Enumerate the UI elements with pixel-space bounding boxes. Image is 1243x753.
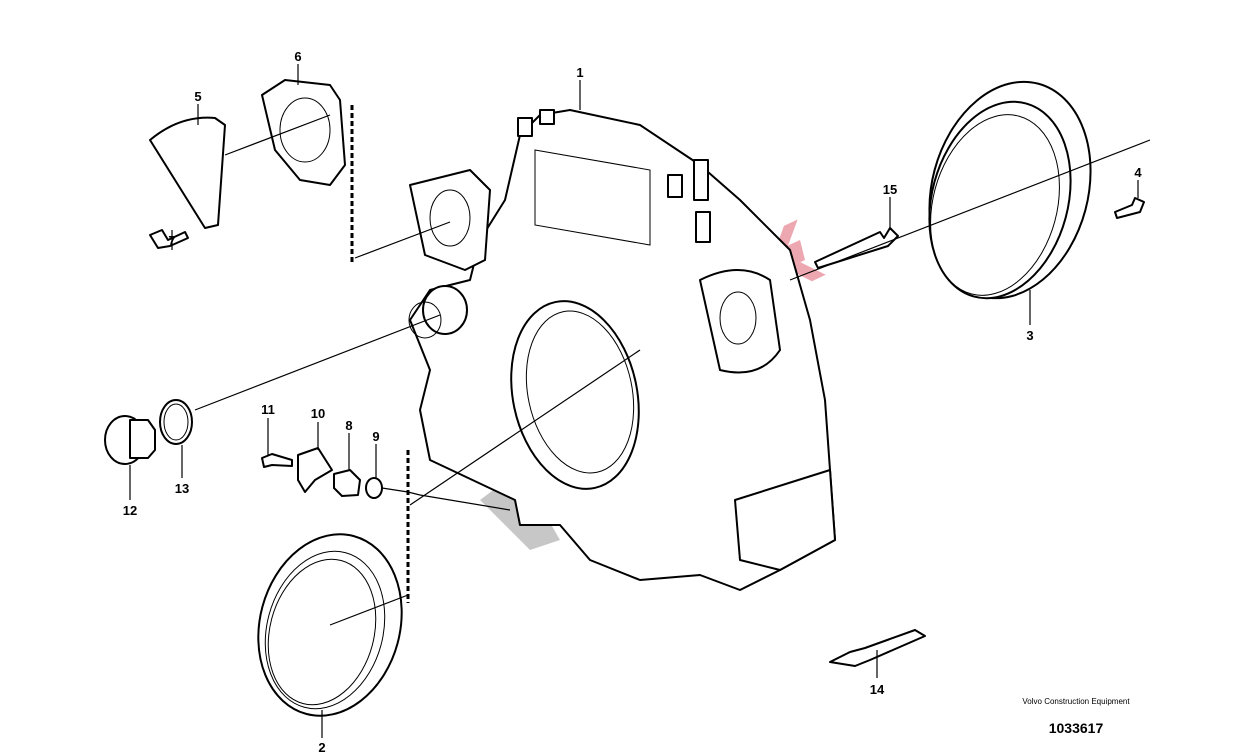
callout-4: 4 (1134, 165, 1142, 180)
callout-3: 3 (1026, 328, 1033, 343)
washer-9 (365, 477, 383, 499)
callout-5: 5 (194, 89, 201, 104)
drawing-number: 1033617 (1048, 720, 1104, 736)
gasket-6 (261, 79, 346, 186)
o-ring-13 (159, 399, 193, 445)
callout-14: 14 (870, 682, 885, 697)
bolt-7 (149, 229, 189, 249)
bracket-10 (297, 447, 333, 493)
bolt-15 (814, 227, 899, 269)
callout-11: 11 (261, 402, 275, 417)
flywheel-housing (408, 109, 836, 591)
sleeve-8 (333, 469, 361, 497)
seal-ring-3 (928, 80, 1092, 300)
callout-8: 8 (345, 418, 352, 433)
screw-4 (1114, 197, 1145, 219)
callout-12: 12 (123, 503, 137, 518)
callout-15: 15 (883, 182, 897, 197)
callout-9: 9 (372, 429, 379, 444)
callout-10: 10 (311, 406, 325, 421)
callout-13: 13 (175, 481, 189, 496)
callout-6: 6 (294, 49, 301, 64)
cover-plate-5 (149, 116, 226, 229)
bolt-11 (261, 453, 293, 468)
callout-1: 1 (576, 65, 583, 80)
publisher-credit: Volvo Construction Equipment (1022, 697, 1130, 706)
leader-lines (129, 64, 1151, 738)
callout-7: 7 (168, 233, 175, 248)
sealant-tube-14 (829, 629, 926, 667)
callout-2: 2 (318, 740, 325, 753)
